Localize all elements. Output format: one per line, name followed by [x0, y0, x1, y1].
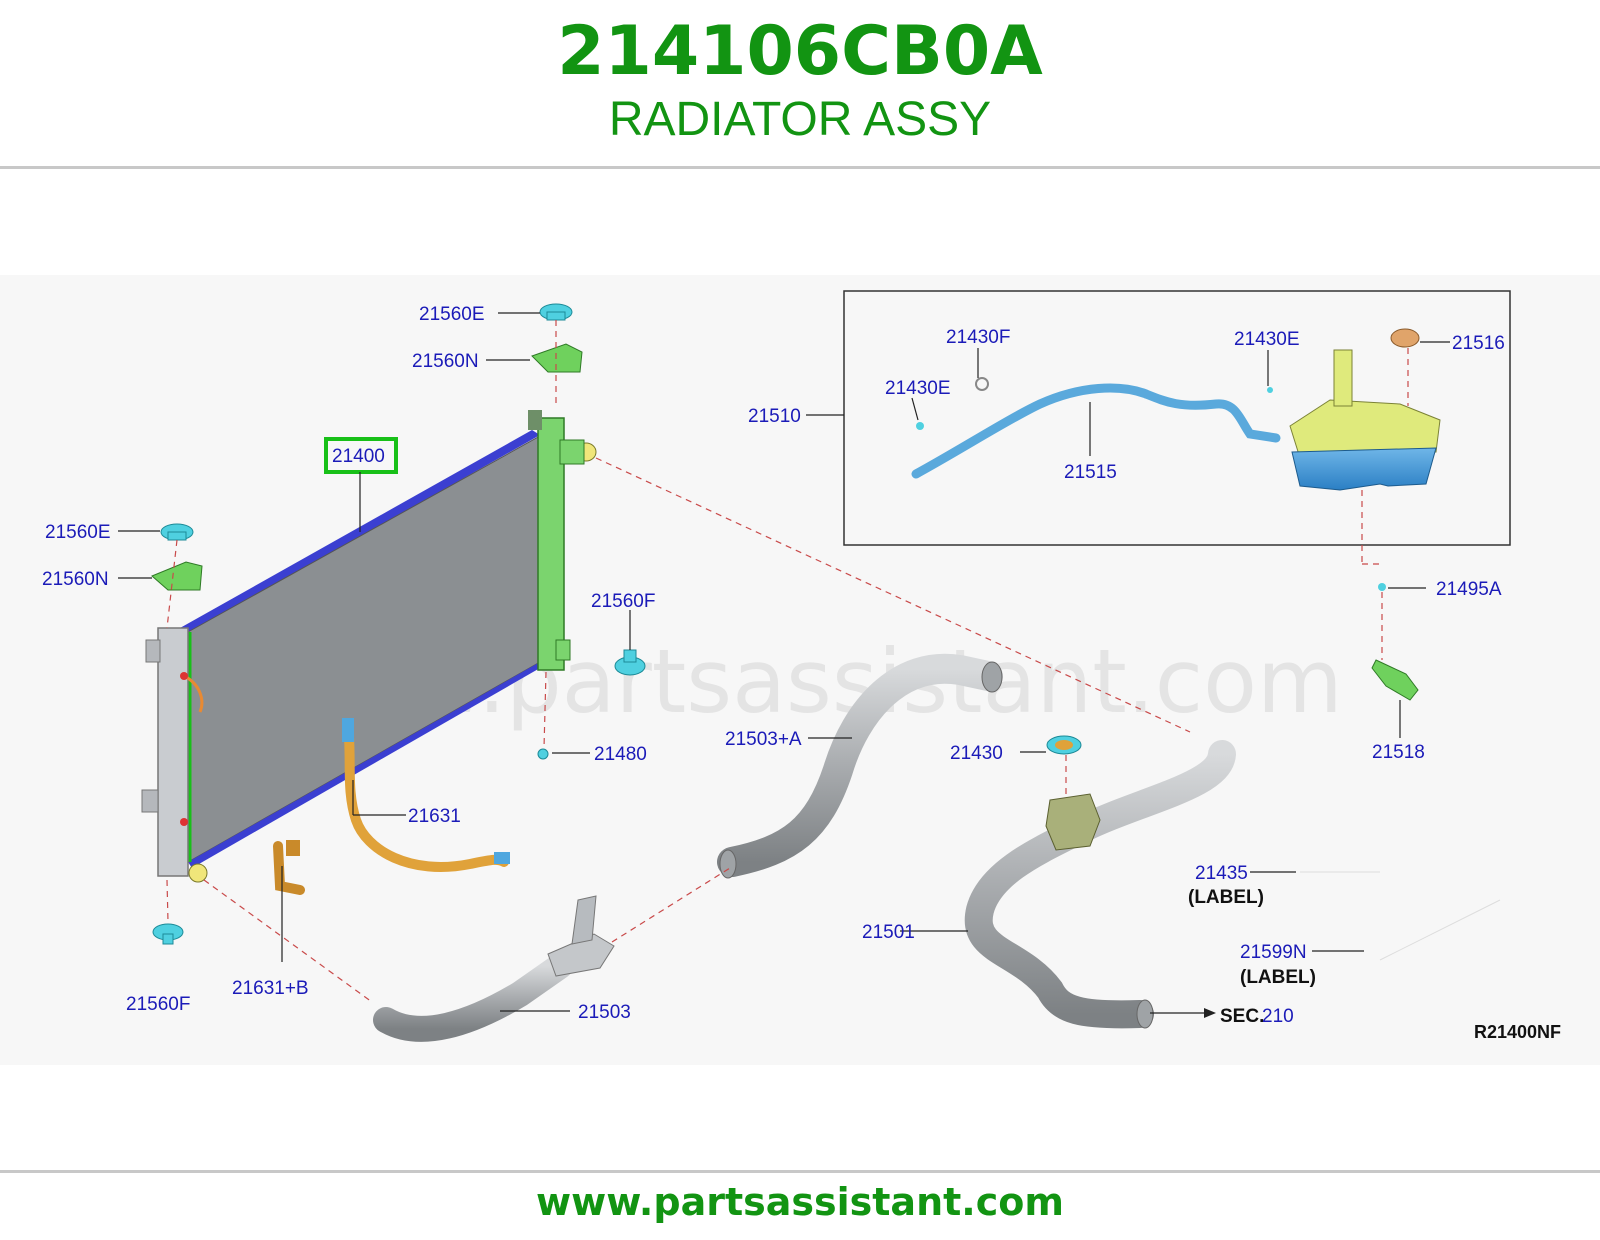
sec-reference-prefix: SEC.: [1220, 1006, 1264, 1027]
callout-21560E-left: 21560E: [45, 522, 111, 543]
callout-21516: 21516: [1452, 333, 1505, 354]
callout-21560E-top: 21560E: [419, 304, 485, 325]
reservoir-tank: [1289, 349, 1441, 491]
callout-21599N: 21599N: [1240, 942, 1307, 963]
hose-21501: [964, 740, 1236, 1029]
callout-21631: 21631: [408, 806, 461, 827]
mount-21560E-top: [539, 303, 573, 321]
callout-21560N-left: 21560N: [42, 569, 109, 590]
bracket-21518: [1371, 659, 1419, 701]
drain-plug-21480: [537, 748, 549, 760]
hose-21631B: [273, 840, 305, 895]
callout-21430E-right: 21430E: [1234, 329, 1300, 350]
callout-21631B: 21631+B: [232, 978, 309, 999]
mount-21560F-bottom: [152, 923, 184, 945]
part-number: 214106CB0A: [557, 12, 1043, 91]
header: 214106CB0A RADIATOR ASSY: [0, 0, 1600, 168]
callout-21560F-bottom: 21560F: [126, 994, 190, 1015]
callout-21599N-note: (LABEL): [1240, 967, 1316, 988]
callout-21515: 21515: [1064, 462, 1117, 483]
hose-21503: [373, 895, 615, 1042]
highlight-box-21400: [324, 437, 398, 474]
reservoir-cap-21516: [1390, 328, 1420, 348]
callout-21510: 21510: [748, 406, 801, 427]
clip-21430E-left: [916, 422, 924, 430]
radiator-left-tank: [141, 627, 208, 883]
clip-21430F: [975, 377, 989, 391]
callout-21501: 21501: [862, 922, 915, 943]
hose-21631: [342, 718, 510, 872]
sec-reference-number: 210: [1262, 1006, 1294, 1027]
callout-21400: 21400: [332, 446, 385, 467]
mount-21560E-left: [160, 523, 194, 541]
callout-21430F: 21430F: [946, 327, 1010, 348]
filler-neck-21430: [1045, 735, 1101, 851]
label-stickers: [1300, 871, 1501, 961]
drawing-reference-code: R21400NF: [1474, 1022, 1561, 1042]
callout-21560F-right: 21560F: [591, 591, 655, 612]
part-name: RADIATOR ASSY: [608, 93, 992, 146]
clip-21495A: [1378, 583, 1386, 591]
radiator-right-tank: [528, 410, 597, 671]
sec-arrow-icon: [1204, 1008, 1216, 1018]
callout-21518: 21518: [1372, 742, 1425, 763]
callout-21480: 21480: [594, 744, 647, 765]
callout-21503: 21503: [578, 1002, 631, 1023]
header-divider: [0, 166, 1600, 169]
bracket-21560N-left: [151, 561, 203, 591]
reservoir-hose-21515: [911, 383, 1281, 479]
leader-lines: [118, 312, 1450, 1014]
clip-21430E-right: [1267, 387, 1273, 393]
callout-21430: 21430: [950, 743, 1003, 764]
footer-url[interactable]: www.partsassistant.com: [536, 1180, 1064, 1224]
hose-21503A: [717, 653, 1003, 879]
callout-21435: 21435: [1195, 863, 1248, 884]
callout-21560N-top: 21560N: [412, 351, 479, 372]
connection-lines: [166, 320, 1409, 1003]
reservoir-assembly-frame: [843, 290, 1511, 546]
bracket-21560N-top: [531, 343, 583, 373]
callout-21430E-left: 21430E: [885, 378, 951, 399]
callout-21495A: 21495A: [1436, 579, 1502, 600]
footer-divider: [0, 1170, 1600, 1173]
callout-21503A: 21503+A: [725, 729, 802, 750]
callout-21435-note: (LABEL): [1188, 887, 1264, 908]
mount-21560F-right: [614, 649, 646, 676]
